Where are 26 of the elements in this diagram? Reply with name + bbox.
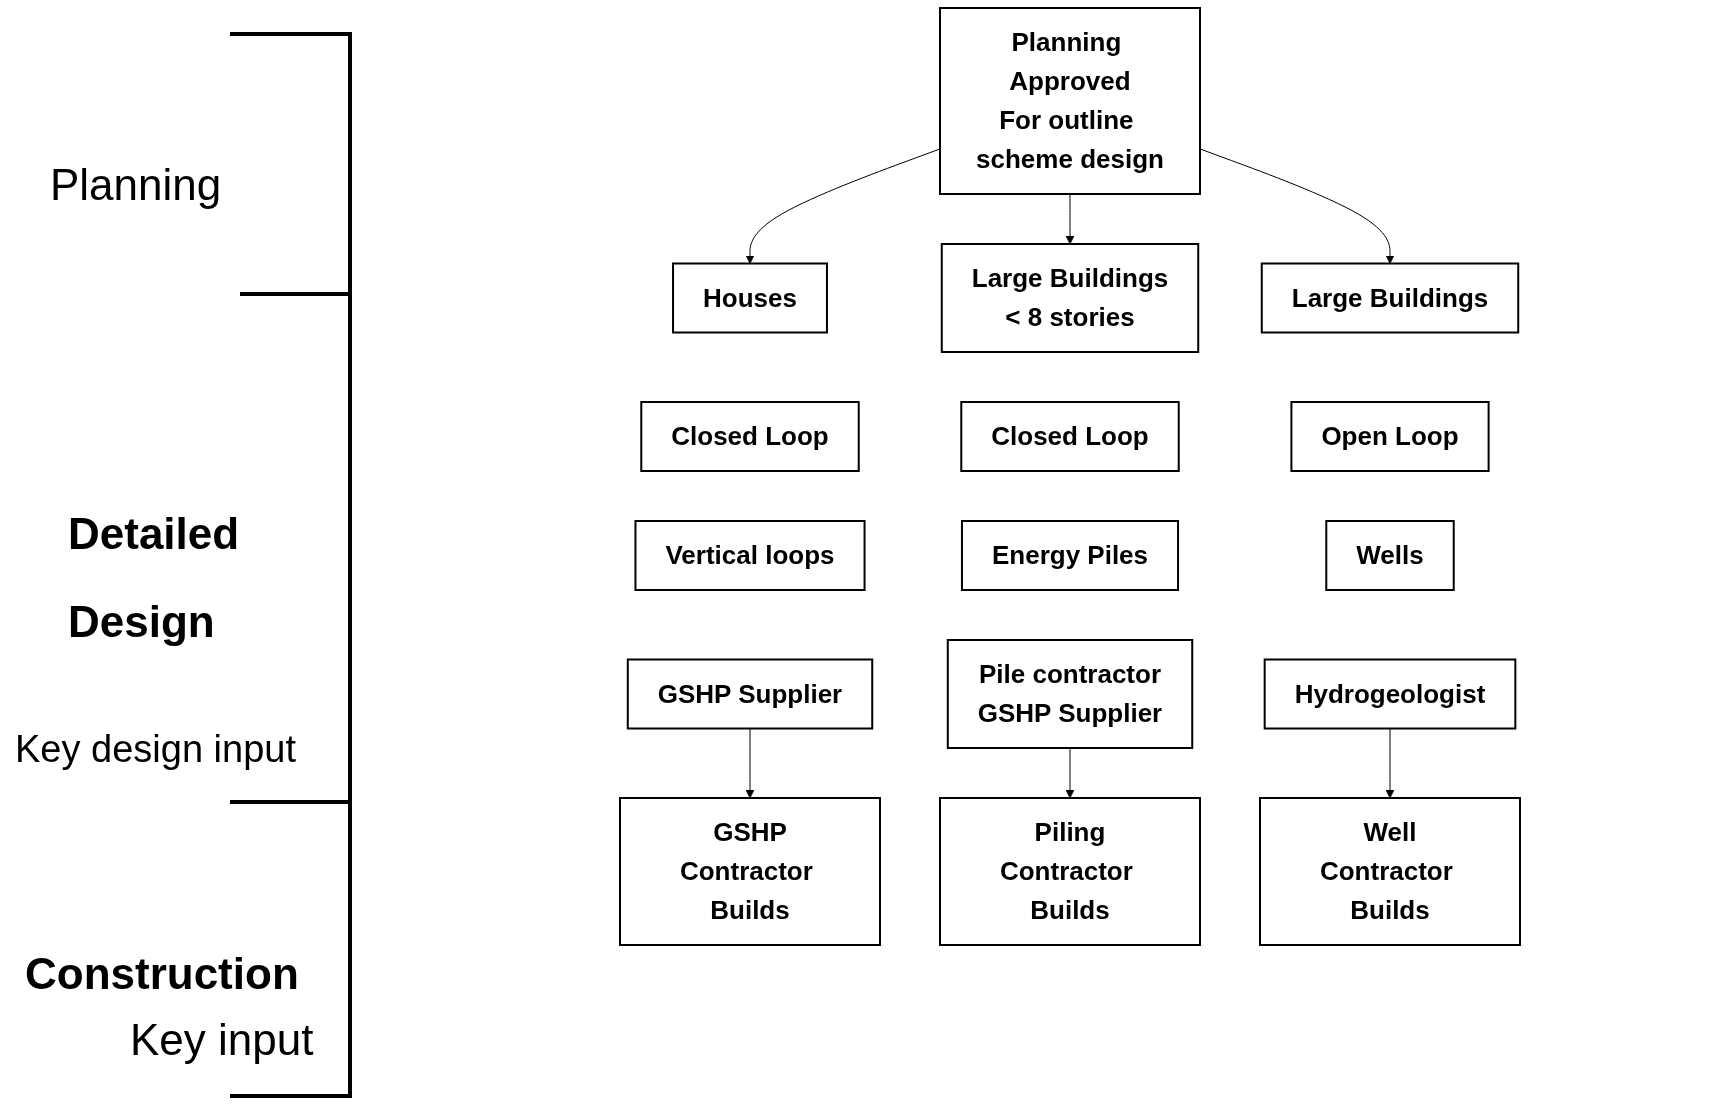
arrow <box>745 728 755 799</box>
node-box: Open Loop <box>1290 401 1490 472</box>
stage-label: Construction <box>25 948 300 1000</box>
node-box: Planning Approved For outline scheme design <box>939 7 1201 195</box>
arrow <box>1065 193 1075 245</box>
node-box: Pile contractor GSHP Supplier <box>946 639 1194 749</box>
arrow <box>1385 728 1395 799</box>
arrow <box>1065 747 1075 799</box>
node-box: Well Contractor Builds <box>1259 797 1521 946</box>
node-box: Closed Loop <box>960 401 1180 472</box>
node-box: Energy Piles <box>960 520 1180 591</box>
node-box: Closed Loop <box>640 401 860 472</box>
stage-label: Key input <box>130 1015 314 1065</box>
node-box: Piling Contractor Builds <box>939 797 1201 946</box>
node-box: Large Buildings < 8 stories <box>940 243 1200 353</box>
node-box: Hydrogeologist <box>1263 658 1517 730</box>
node-box: Wells <box>1325 520 1455 591</box>
node-box: Large Buildings <box>1260 262 1520 334</box>
node-box: GSHP Contractor Builds <box>619 797 881 946</box>
stage-label: Detailed Design <box>68 508 241 648</box>
arrow <box>745 148 941 264</box>
node-box: Houses <box>672 262 828 334</box>
stage-label: Planning <box>50 160 222 210</box>
stage-label: Key design input <box>15 728 296 771</box>
node-box: GSHP Supplier <box>626 658 874 730</box>
node-box: Vertical loops <box>634 520 866 591</box>
